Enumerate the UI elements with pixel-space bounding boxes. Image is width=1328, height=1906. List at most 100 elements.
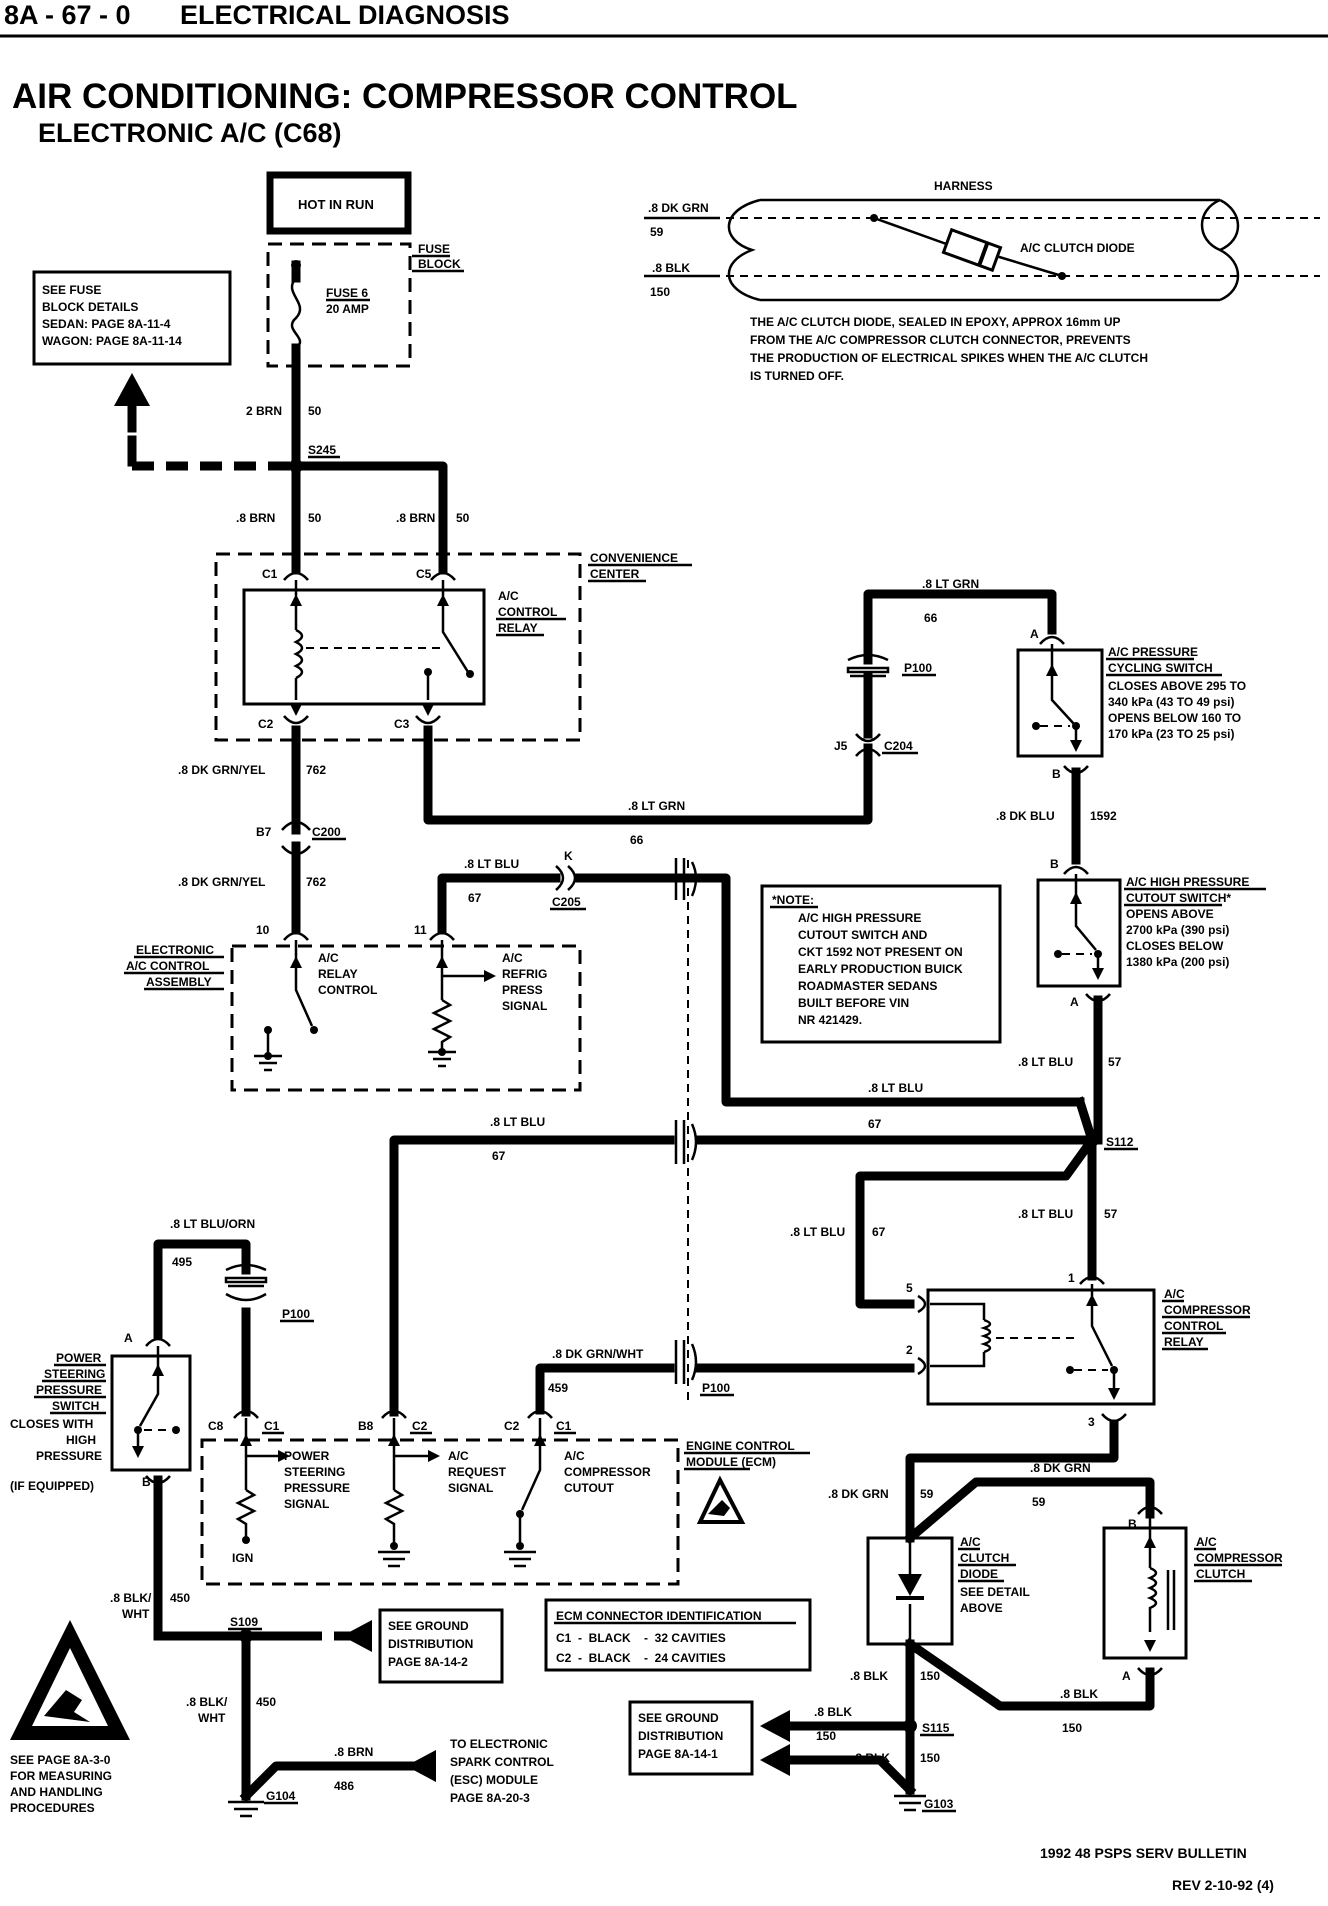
clutch-coil-icon [1146, 1566, 1158, 1632]
high-open-spec-2: 2700 kPa (390 psi) [1126, 923, 1229, 937]
note-line-6: BUILT BEFORE VIN [798, 996, 909, 1010]
ecm-cutout-2: COMPRESSOR [564, 1465, 651, 1479]
ac-control-relay-label: A/C [498, 589, 519, 603]
fuse-block-box [266, 242, 412, 368]
ac-refrig-label-4: SIGNAL [502, 999, 547, 1013]
ps-switch-spec-3: PRESSURE [36, 1449, 102, 1463]
conn-c1-relay: C1 [262, 567, 278, 581]
ecm-id-c2: C2 - BLACK - 24 CAVITIES [556, 1651, 726, 1665]
wire-ltbluorn: .8 LT BLU/ORN [170, 1217, 255, 1231]
circuit-67-refrig: 67 [468, 891, 482, 905]
compressor-relay-switch-icon [1090, 1306, 1114, 1367]
ps-switch-label: POWER [56, 1351, 102, 1365]
pin-a-high: A [1070, 995, 1079, 1009]
arrow-left-icon [760, 1710, 790, 1742]
compressor-relay-label-3: CONTROL [1164, 1319, 1223, 1333]
clutch-diode-detail: SEE DETAIL [960, 1585, 1030, 1599]
ecm-resistor-icon [235, 1488, 257, 1540]
conn-c205: C205 [552, 895, 581, 909]
ac-control-relay-label-2: CONTROL [498, 605, 557, 619]
pin-1: 1 [1068, 1271, 1075, 1285]
conn-c2-ecm-b: C2 [504, 1419, 520, 1433]
wire-blkwht-lower: .8 BLK/ [186, 1695, 228, 1709]
circuit-150-a: 150 [1062, 1721, 1082, 1735]
footer-revision: REV 2-10-92 (4) [1172, 1877, 1274, 1893]
circuit-66-bottom: 66 [630, 833, 644, 847]
pin-a-ps: A [124, 1331, 133, 1345]
pin-b-clutch: B [1128, 1517, 1137, 1531]
fuse-block-label-2: BLOCK [418, 257, 461, 271]
ac-relay-control-label: A/C [318, 951, 339, 965]
ps-switch-label-4: SWITCH [52, 1399, 99, 1413]
clutch-diode-label: A/C [960, 1535, 981, 1549]
compressor-clutch-box [1102, 1526, 1188, 1660]
ecm-ps-signal-2: STEERING [284, 1465, 345, 1479]
ecm-ps-signal: POWER [284, 1449, 330, 1463]
ecm-cutout-switch-icon [520, 1446, 542, 1511]
ecm-label-2: MODULE (ECM) [686, 1455, 776, 1469]
pin-2: 2 [906, 1343, 913, 1357]
conn-k: K [564, 849, 573, 863]
pin-3: 3 [1088, 1415, 1095, 1429]
esd-note-1: SEE PAGE 8A-3-0 [10, 1753, 111, 1767]
clutch-diode-icon [941, 227, 1003, 273]
harness-circuit-top: 59 [650, 225, 664, 239]
esd-note-4: PROCEDURES [10, 1801, 95, 1815]
wire-dkgrnwht: .8 DK GRN/WHT [552, 1347, 644, 1361]
conn-c2-ecm: C2 [412, 1419, 428, 1433]
wire-2brn: 2 BRN [246, 404, 282, 418]
harness-tube [760, 198, 1220, 302]
compressor-relay-label-4: RELAY [1164, 1335, 1204, 1349]
diode-detail-label: A/C CLUTCH DIODE [1020, 241, 1135, 255]
compressor-relay-box [926, 1288, 1156, 1406]
diode-icon [898, 1574, 922, 1596]
compressor-clutch-label-2: COMPRESSOR [1196, 1551, 1283, 1565]
pin-11: 11 [414, 923, 427, 937]
wire-8brn-left: .8 BRN [236, 511, 275, 525]
ground-g103: G103 [924, 1797, 954, 1811]
ecm-id-c1: C1 - BLACK - 32 CAVITIES [556, 1631, 726, 1645]
ecm-request-2: REQUEST [448, 1465, 507, 1479]
harness-note-2: FROM THE A/C COMPRESSOR CLUTCH CONNECTOR… [750, 333, 1131, 347]
cycling-close-spec-2: 340 kPa (43 TO 49 psi) [1108, 695, 1235, 709]
cycling-close-spec: CLOSES ABOVE 295 TO [1108, 679, 1246, 693]
pin-5: 5 [906, 1281, 913, 1295]
high-close-spec-2: 1380 kPa (200 psi) [1126, 955, 1229, 969]
pin-a-cycling: A [1030, 627, 1039, 641]
note-title: *NOTE: [772, 893, 814, 907]
harness-label: HARNESS [934, 179, 993, 193]
footer-bulletin: 1992 48 PSPS SERV BULLETIN [1040, 1845, 1247, 1861]
clutch-diode-detail-2: ABOVE [960, 1601, 1003, 1615]
arrow-up-icon [114, 373, 150, 406]
splice-s109: S109 [230, 1615, 258, 1629]
resistor-icon [431, 998, 453, 1052]
ac-refrig-label-3: PRESS [502, 983, 543, 997]
arrow-left-icon-3 [406, 1750, 436, 1782]
compressor-relay-coil-icon [980, 1318, 992, 1354]
wire-blk-s115: .8 BLK [814, 1705, 852, 1719]
ground-g104-icon [228, 1800, 264, 1818]
wire-ltblu-mid: .8 LT BLU [868, 1081, 923, 1095]
wire-blkwht-upper: .8 BLK/ [110, 1591, 152, 1605]
circuit-66-top: 66 [924, 611, 938, 625]
high-pressure-switch-icon [1074, 904, 1097, 951]
ground-dist-2-line-1: SEE GROUND [638, 1711, 719, 1725]
cycling-open-spec: OPENS BELOW 160 TO [1108, 711, 1241, 725]
wire-blk-150-a: .8 BLK [1060, 1687, 1098, 1701]
wire-ltgrn-top: .8 LT GRN [922, 577, 979, 591]
ac-control-relay-label-3: RELAY [498, 621, 538, 635]
fuse-number: FUSE 6 [326, 286, 368, 300]
esc-line-2: SPARK CONTROL [450, 1755, 554, 1769]
ps-switch-label-3: PRESSURE [36, 1383, 102, 1397]
clutch-diode-label-3: DIODE [960, 1567, 998, 1581]
circuit-57a: 57 [1108, 1055, 1122, 1069]
ecm-ground-icon [378, 1550, 410, 1568]
circuit-59-left: 59 [920, 1487, 934, 1501]
splice-s112: S112 [1106, 1135, 1134, 1149]
ps-switch-box [110, 1354, 192, 1472]
conn-c3-relay: C3 [394, 717, 410, 731]
splice-s245: S245 [308, 443, 336, 457]
pin-b-high: B [1050, 857, 1059, 871]
ecm-cutout: A/C [564, 1449, 585, 1463]
